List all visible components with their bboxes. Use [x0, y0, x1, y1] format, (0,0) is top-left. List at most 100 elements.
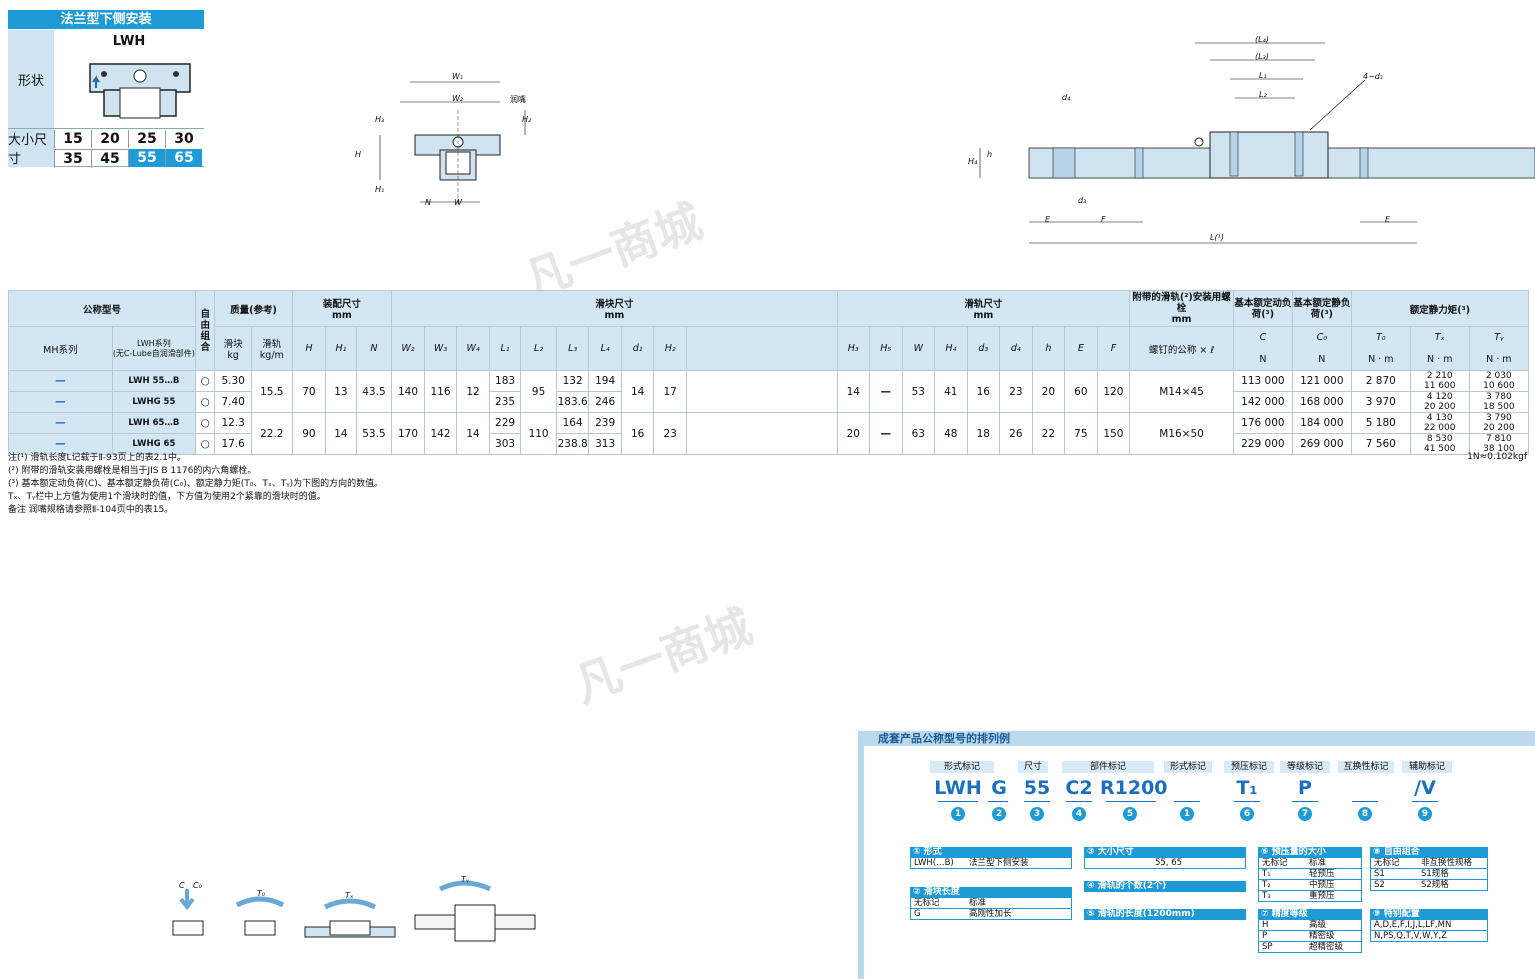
label-d3: d₃ [1078, 196, 1087, 205]
col-H4: H₄ [934, 326, 968, 371]
legend-key: S2 [1374, 880, 1385, 890]
ord-underline [1106, 801, 1156, 802]
bolt-cell: M16×50 [1129, 412, 1234, 455]
f-cell: 150 [1096, 412, 1131, 455]
footnotes: 注(¹) 滑轨长度L记载于Ⅱ-93页上的表2.1中。 (²) 附带的滑轨安装用螺… [8, 452, 383, 517]
legend-key: H [1262, 920, 1269, 930]
legend-accuracy-title: ⑦ 精度等级 [1258, 909, 1362, 920]
w-cell: 63 [901, 412, 936, 455]
legend-val: 轻预压 [1309, 869, 1335, 879]
t0-label: T₀ [1375, 332, 1386, 343]
rail-dims-unit: mm [973, 310, 994, 321]
tx-single: 2 210 [1426, 371, 1453, 382]
note-4: Tₓ、Tᵧ栏中上方值为使用1个滑块时的值，下方值为使用2个紧靠的滑块时的值。 [8, 492, 326, 502]
block-label: 滑块 [223, 339, 243, 350]
table-row: — LWH 55…B ○ 5.30 15.5 70 13 43.5 140 11… [8, 370, 1530, 413]
mh-cell: — [8, 370, 113, 392]
c0-cell: 269 000 [1291, 433, 1352, 455]
legend-val: 非互换性规格 [1421, 858, 1473, 868]
lwh-cell: LWH 65…B [111, 412, 197, 434]
legend-row: A,D,E,F,I,J,L,LF,MN [1370, 920, 1488, 931]
spacer-cell [685, 370, 838, 413]
c0-cell: 184 000 [1291, 412, 1352, 434]
dir-label-t0: T₀ [257, 889, 266, 898]
legend-row: 无标记标准 [1258, 858, 1362, 869]
block-mass-cell: 12.3 [214, 412, 252, 434]
ord-num-6: 6 [1240, 807, 1254, 821]
col-E: E [1064, 326, 1098, 371]
size-label: 大小尺寸 [8, 128, 54, 167]
label-w2: W₂ [452, 94, 464, 103]
legend-row: 无标记非互换性规格 [1370, 858, 1488, 869]
legend-val: 标准 [969, 898, 987, 908]
assembly-unit: mm [332, 310, 352, 321]
col-L2: L₂ [520, 326, 557, 371]
label-h: H [355, 150, 362, 159]
ord-num-4: 4 [1072, 807, 1086, 821]
ord-underline [1066, 801, 1092, 802]
h-cell: 90 [291, 412, 327, 455]
l4-cell: 246 [588, 391, 622, 413]
h3-cell: 14 [836, 370, 871, 413]
ord-hdr-size: 尺寸 [1018, 761, 1048, 773]
free-cell: ○ [195, 412, 216, 434]
label-4d1: 4−d₁ [1363, 72, 1384, 81]
ord-val-lwh: LWH [934, 777, 982, 799]
bolt-label: 附带的滑轨(²)安装用螺栓 [1132, 292, 1231, 314]
rail-unit: kg/m [259, 350, 284, 361]
ty-single: 3 780 [1485, 392, 1512, 403]
legend-val: 55, 65 [1155, 858, 1183, 868]
dir-label-tx: Tₓ [345, 891, 354, 900]
c0-label: C₀ [1316, 332, 1328, 343]
col-lwh: LWH系列(无C-Lube自润滑部件) [111, 326, 197, 371]
size-45: 45 [91, 149, 128, 168]
legend-key: T₃ [1262, 891, 1271, 901]
legend-key: LWH(…B) [914, 858, 954, 868]
w4-cell: 14 [456, 412, 490, 455]
note-3: (³) 基本额定动负荷(C)、基本额定静负荷(C₀)、额定静力矩(T₀、Tₓ、T… [8, 479, 384, 489]
tx-double: 41 500 [1423, 444, 1456, 454]
lwh-series-label: LWH系列 [137, 338, 171, 348]
label-l3: (L₃) [1255, 52, 1269, 61]
d4-cell: 23 [999, 370, 1033, 413]
note-2: (²) 附带的滑轨安装用螺栓是相当于JIS B 1176的内六角螺栓。 [8, 466, 257, 476]
l1-cell: 183 [488, 370, 522, 392]
slider-label: 滑块尺寸 [595, 299, 634, 310]
free-cell: ○ [195, 433, 216, 455]
legend-val: 标准 [1309, 858, 1327, 868]
legend-val: 超精密级 [1309, 942, 1344, 952]
col-stat: 基本额定静负荷(³) [1291, 290, 1352, 327]
ord-val-g: G [991, 777, 1007, 799]
block-mass-cell: 17.6 [214, 433, 252, 455]
h-cell: 70 [291, 370, 327, 413]
col-H: H [291, 326, 327, 371]
mh-cell: — [8, 433, 113, 455]
w3-cell: 142 [423, 412, 458, 455]
col-H2: H₂ [653, 326, 687, 371]
legend-special-title: ⑨ 特别配置 [1370, 909, 1488, 920]
ord-num-7: 7 [1298, 807, 1312, 821]
ty-single: 3 790 [1485, 413, 1512, 424]
rail-label: 滑轨 [262, 339, 282, 350]
legend-val: 法兰型下侧安装 [969, 858, 1029, 868]
ty-unit: N · m [1486, 354, 1512, 365]
label-l: L(¹) [1210, 233, 1224, 242]
c-cell: 113 000 [1232, 370, 1293, 392]
ty-single: 2 030 [1485, 371, 1512, 382]
label-w: W [454, 198, 462, 207]
ord-hdr-form-2: 形式标记 [1164, 761, 1212, 773]
legend-row: N,PS,Q,T,V,W,Y,Z [1370, 931, 1488, 942]
legend-form: ① 形式 LWH(…B)法兰型下侧安装 [910, 847, 1072, 869]
legend-val: 精密级 [1309, 931, 1335, 941]
lwh-cell: LWHG 55 [111, 391, 197, 413]
ty-double: 38 100 [1483, 444, 1515, 454]
legend-val: 重预压 [1309, 891, 1335, 901]
